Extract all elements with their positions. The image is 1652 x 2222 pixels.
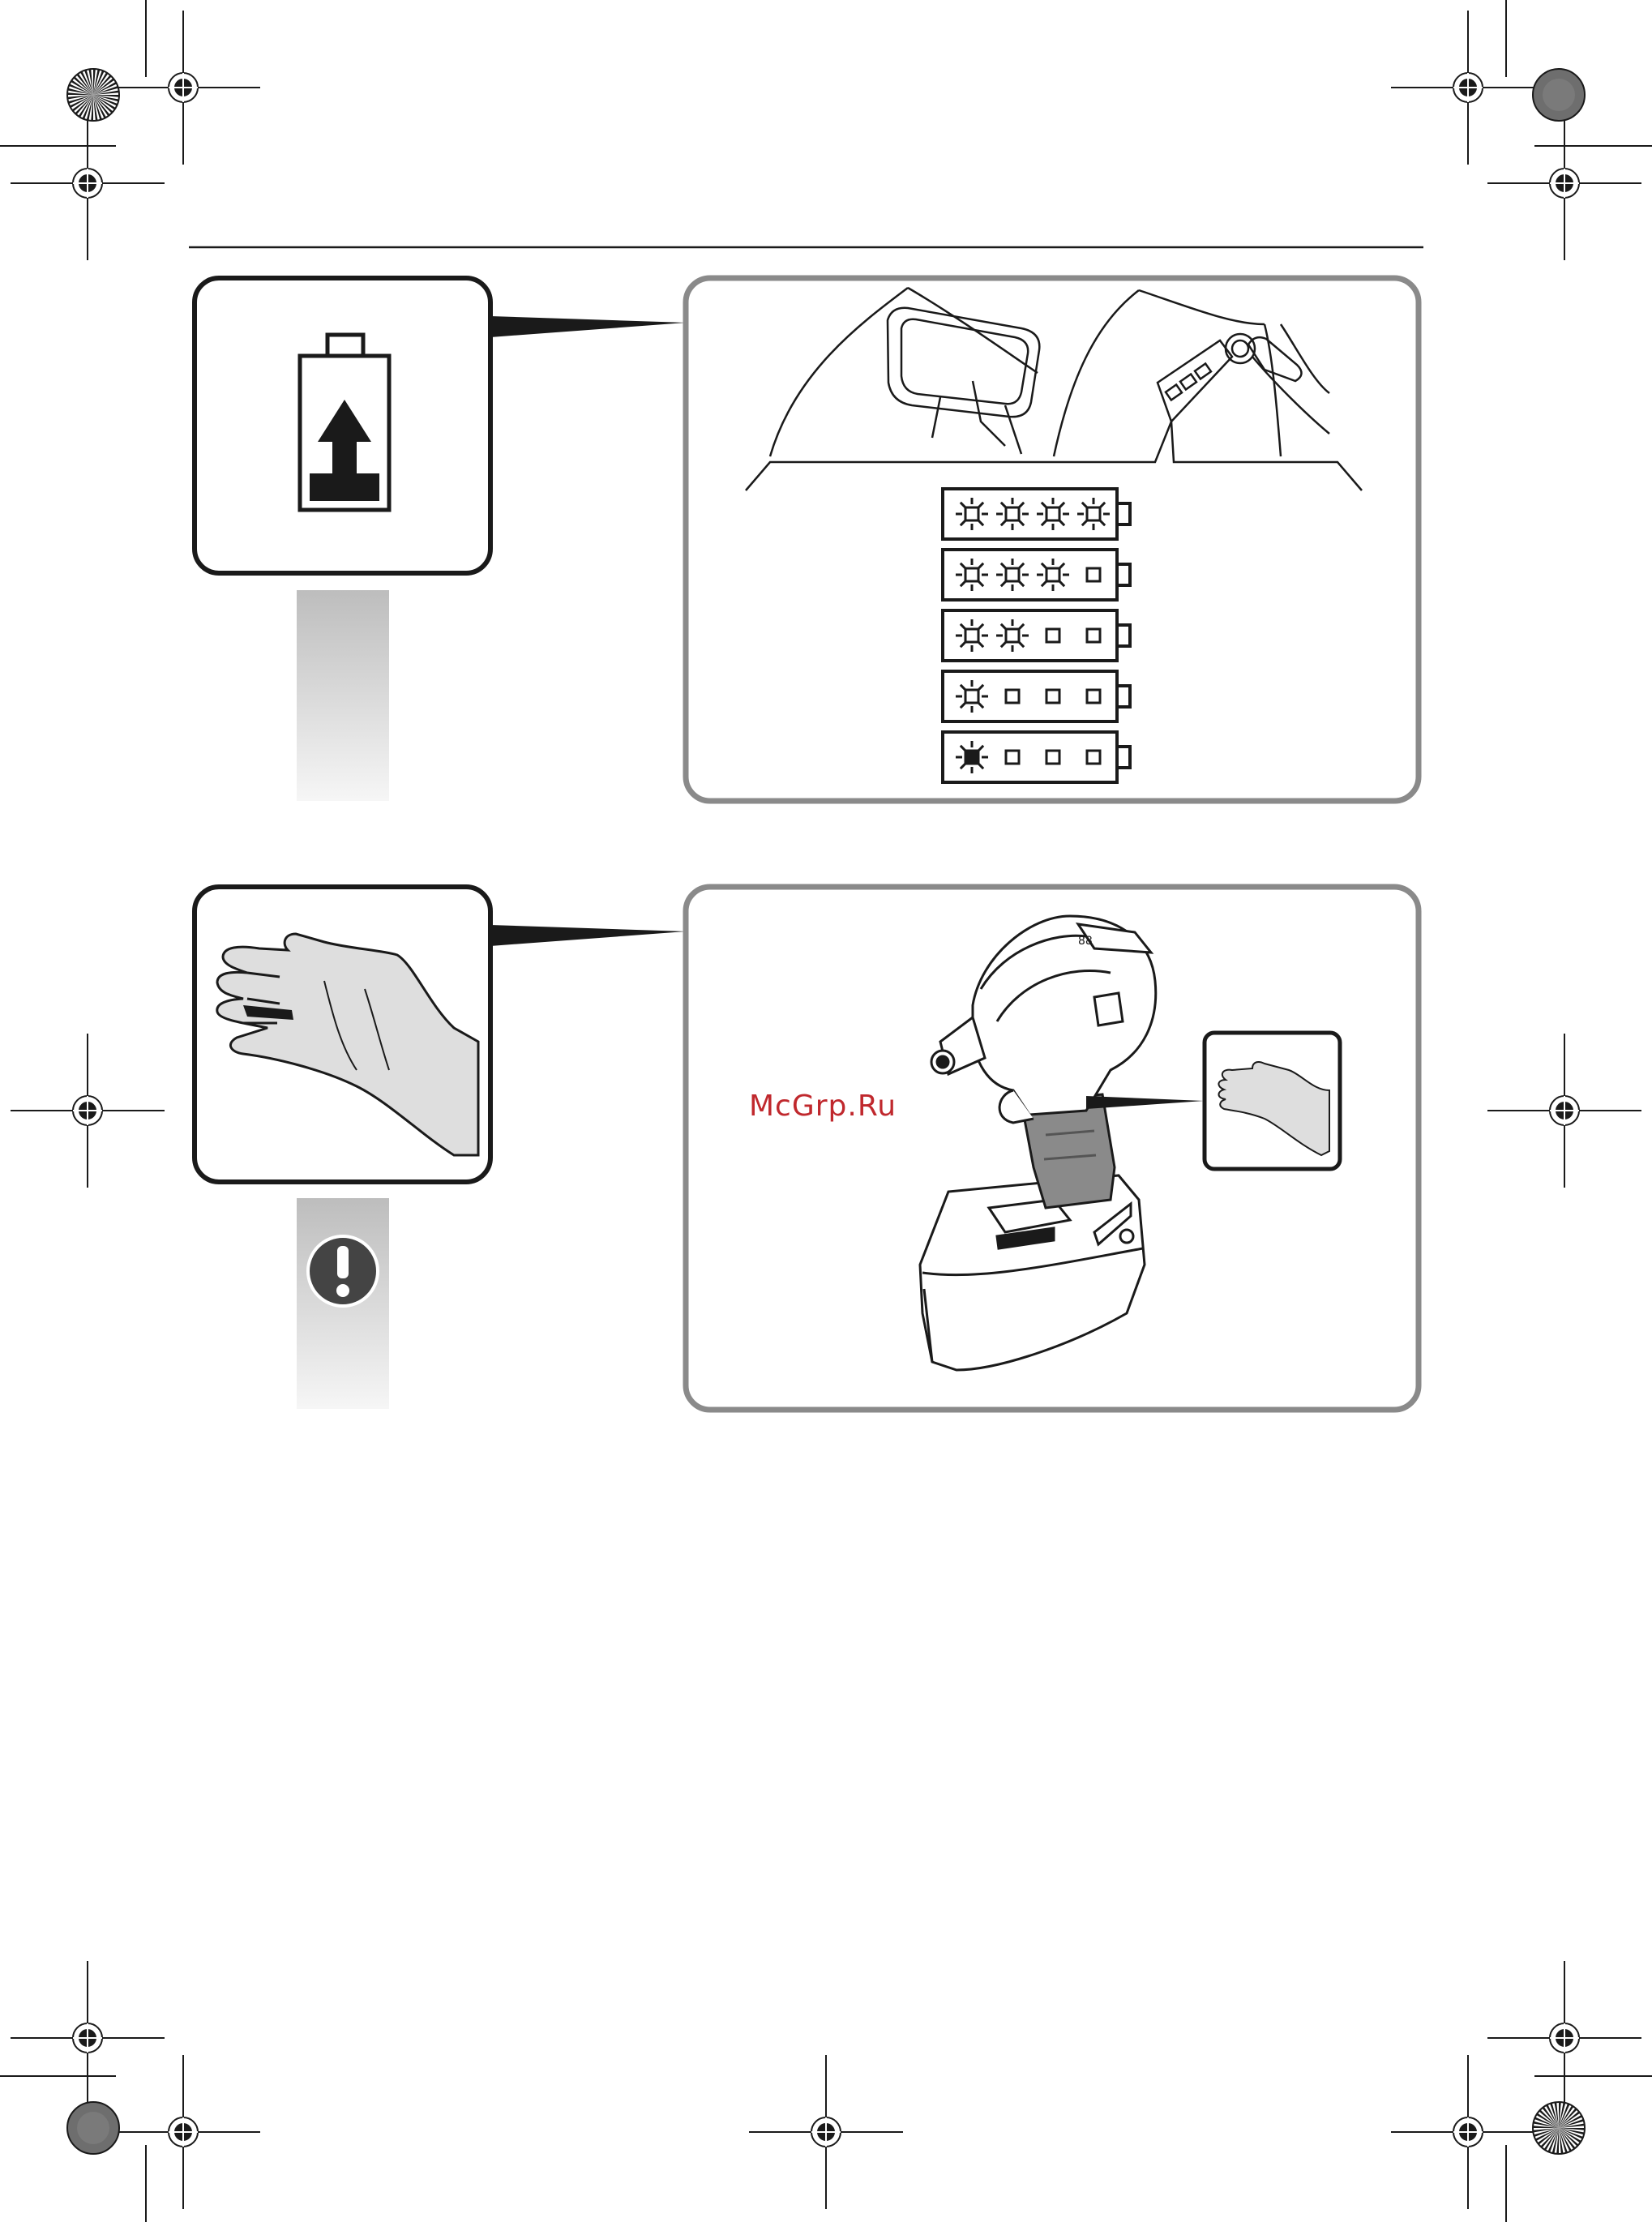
step-gradient-bar (297, 590, 389, 801)
battery-charge-icon (300, 335, 389, 510)
charge-level-row (943, 732, 1130, 782)
led-off-icon (1006, 751, 1019, 764)
led-lit-icon (956, 680, 988, 713)
led-lit-icon (956, 741, 988, 773)
figure-2: 88 (195, 887, 1419, 1410)
figure-1 (195, 278, 1419, 801)
led-off-icon (1046, 751, 1059, 764)
led-off-icon (1006, 690, 1019, 703)
svg-text:88: 88 (1078, 935, 1093, 948)
led-lit-icon (1037, 559, 1069, 591)
led-lit-icon (956, 559, 988, 591)
led-off-icon (1087, 690, 1100, 703)
led-off-icon (1087, 568, 1100, 581)
led-lit-icon (1077, 498, 1110, 530)
led-off-icon (1046, 690, 1059, 703)
charge-level-row (943, 489, 1130, 539)
callout-wedge (490, 316, 686, 337)
led-lit-icon (956, 619, 988, 652)
charge-level-row (943, 671, 1130, 721)
led-lit-icon (956, 498, 988, 530)
watermark-text: McGrp.Ru (749, 1090, 897, 1123)
led-off-icon (1087, 629, 1100, 642)
led-lit-icon (996, 498, 1029, 530)
led-off-icon (1087, 751, 1100, 764)
charge-level-rows (943, 489, 1130, 782)
led-lit-icon (996, 619, 1029, 652)
callout-wedge-2 (490, 925, 686, 946)
led-lit-icon (1037, 498, 1069, 530)
charge-level-row (943, 610, 1130, 661)
led-lit-icon (996, 559, 1029, 591)
charge-level-row (943, 550, 1130, 600)
exclamation-icon (308, 1236, 378, 1306)
led-off-icon (1046, 629, 1059, 642)
